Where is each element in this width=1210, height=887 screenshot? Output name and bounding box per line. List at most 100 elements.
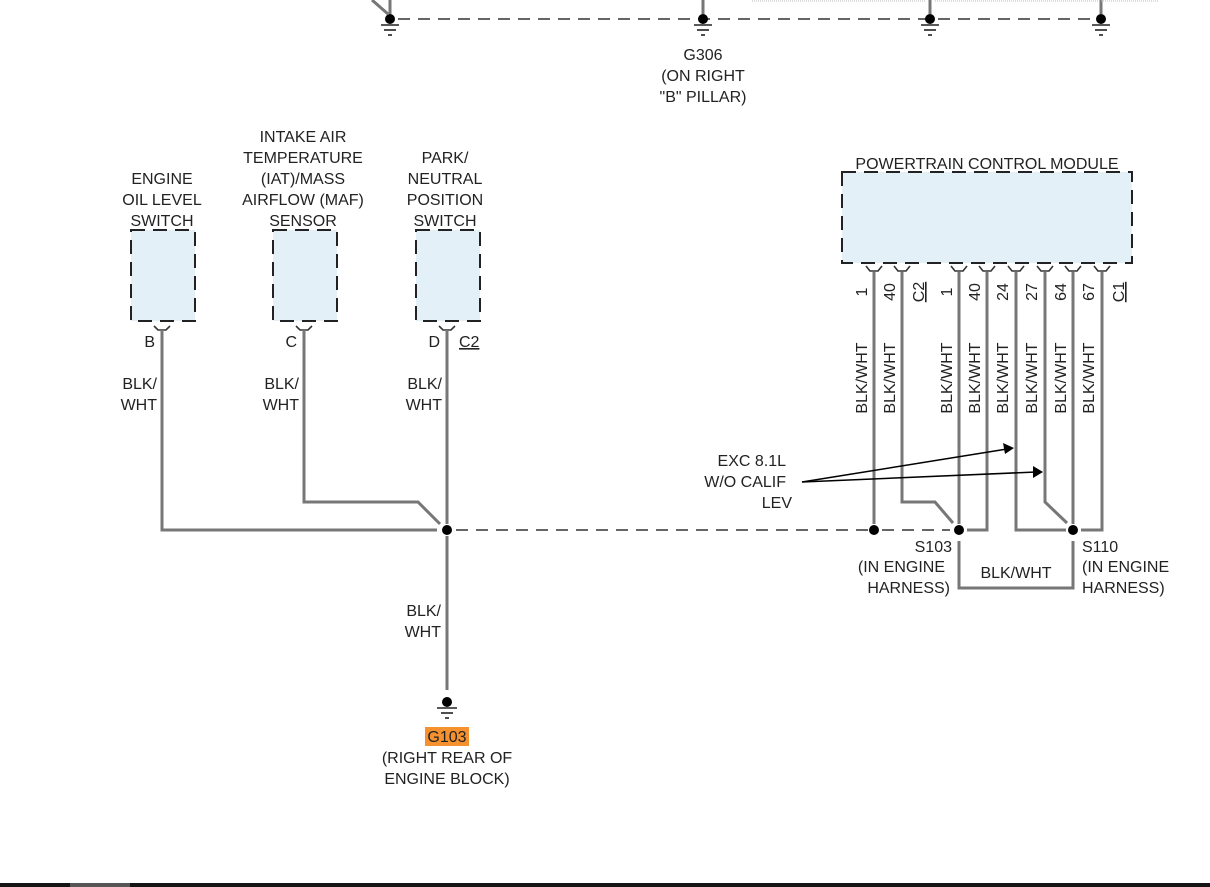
pcm-box — [841, 171, 1133, 264]
component-name-line: (IAT)/MASS — [261, 171, 345, 188]
g306-location-line2: "B" PILLAR) — [660, 89, 747, 106]
powertrain-control-module: POWERTRAIN CONTROL MODULE 1 40 C2 1 40 24 27 64… — [841, 156, 1133, 414]
park-neutral-position-switch: PARK/ NEUTRAL POSITION SWITCH D C2 BLK/ … — [406, 150, 484, 414]
component-name-line: AIRFLOW (MAF) — [242, 192, 364, 209]
component-name-line: PARK/ — [422, 150, 469, 167]
pin-label: C — [285, 334, 297, 351]
wire-color-line: WHT — [406, 397, 443, 414]
wire-color-line: BLK/ — [122, 376, 157, 393]
wire-pcm-64 — [1043, 272, 1069, 525]
s110-label: S110 — [1082, 539, 1118, 556]
ground-symbol-4 — [1092, 14, 1110, 36]
ground-symbol-1 — [381, 14, 399, 36]
pcm-connector-icon — [865, 265, 883, 272]
pcm-pin-label: 67 — [1081, 283, 1098, 301]
pcm-pin-label: 40 — [967, 283, 984, 301]
ground-symbol-g306 — [694, 14, 712, 36]
g103-highlight — [425, 727, 469, 746]
wire-pcm-27 — [1014, 272, 1066, 532]
pcm-wire-color-label: BLK/WHT — [1081, 342, 1098, 413]
component-box — [272, 229, 338, 322]
pcm-wire-color-label: BLK/WHT — [939, 342, 956, 413]
s103-label: S103 — [915, 539, 952, 556]
pcm-connector-icon — [978, 265, 996, 272]
pcm-connector-icon — [1064, 265, 1082, 272]
pcm-wiring: BLK/WHT S103 (IN ENGINE HARNESS) S110 (I… — [858, 272, 1169, 597]
pcm-pin-label: 1 — [939, 287, 956, 296]
g306-label: G306 — [683, 47, 722, 64]
wire-color-line: WHT — [121, 397, 158, 414]
component-name-line: SENSOR — [269, 213, 337, 230]
g306-location-line1: (ON RIGHT — [661, 68, 745, 85]
pcm-pin-label: 27 — [1024, 283, 1041, 301]
wire-pcm-24 — [967, 272, 989, 532]
connector-icon — [153, 325, 171, 331]
pcm-connector-icon — [1093, 265, 1111, 272]
bottom-scrollbar[interactable] — [0, 883, 1210, 887]
pcm-wire-color-label: BLK/WHT — [1053, 342, 1070, 413]
annotation-line: EXC 8.1L — [718, 453, 787, 470]
component-name-line: TEMPERATURE — [243, 150, 363, 167]
connector-label: C2 — [459, 334, 480, 351]
g103-location-line1: (RIGHT REAR OF — [382, 750, 513, 767]
wire-s103-to-s110 — [957, 541, 1075, 590]
wire-color-line: WHT — [263, 397, 300, 414]
s103-location-line1: (IN ENGINE — [858, 559, 945, 576]
component-box — [130, 229, 196, 322]
s110-location-line1: (IN ENGINE — [1082, 559, 1169, 576]
pcm-pin-label: 24 — [995, 283, 1012, 301]
component-name-line: POSITION — [407, 192, 483, 209]
pcm-pin-label: 64 — [1053, 283, 1070, 301]
pin-label: B — [144, 334, 155, 351]
pcm-title: POWERTRAIN CONTROL MODULE — [855, 156, 1118, 173]
engine-oil-level-switch: ENGINE OIL LEVEL SWITCH B BLK/ WHT — [121, 171, 202, 414]
pcm-connector-icon — [893, 265, 911, 272]
connector-icon — [295, 325, 313, 331]
pcm-pin-label: 40 — [882, 283, 899, 301]
wire-color-line: BLK/ — [407, 376, 442, 393]
pcm-connector-icon — [950, 265, 968, 272]
left-wiring: BLK/ WHT — [160, 330, 868, 690]
annotation-exc-8-1l: EXC 8.1L W/O CALIF LEV — [704, 443, 1043, 512]
component-box — [415, 229, 481, 322]
wire-color-line: BLK/ — [264, 376, 299, 393]
splice-node-main — [442, 525, 452, 535]
ground-symbol-g103 — [437, 697, 457, 719]
component-name-line: SWITCH — [130, 213, 193, 230]
pcm-pin-label: 1 — [854, 287, 871, 296]
wire-oil-switch-to-splice — [160, 330, 437, 532]
annotation-arrow-line-2 — [801, 471, 1037, 483]
splice-link-wire-color: BLK/WHT — [980, 565, 1051, 582]
top-ground-bus: G306 (ON RIGHT "B" PILLAR) — [371, 0, 1158, 106]
arrowhead-icon — [1033, 466, 1043, 478]
pcm-wire-color-label: BLK/WHT — [1024, 342, 1041, 413]
pcm-pin-label: C1 — [1111, 282, 1128, 303]
annotation-arrow-line-1 — [801, 448, 1008, 483]
component-name-line: SWITCH — [413, 213, 476, 230]
g103-location-line2: ENGINE BLOCK) — [384, 771, 509, 788]
s103-location-line2: HARNESS) — [867, 580, 950, 597]
scrollbar-thumb[interactable] — [70, 883, 130, 887]
component-name-line: ENGINE — [131, 171, 192, 188]
pcm-wire-color-label: BLK/WHT — [967, 342, 984, 413]
annotation-line: W/O CALIF — [704, 474, 786, 491]
splice-s103 — [954, 525, 964, 535]
pcm-pin-label: C2 — [911, 282, 928, 303]
wire-pcm-c1-last — [1081, 272, 1104, 532]
ground-wire-color-line1: BLK/ — [406, 603, 441, 620]
component-name-line: INTAKE AIR — [260, 129, 347, 146]
ground-wire-color-line2: WHT — [405, 624, 442, 641]
connector-icon — [438, 325, 456, 331]
component-name-line: OIL LEVEL — [122, 192, 202, 209]
ground-symbol-3 — [921, 14, 939, 36]
arrowhead-icon — [1003, 443, 1014, 454]
s110-location-line2: HARNESS) — [1082, 580, 1165, 597]
pcm-wire-color-label: BLK/WHT — [854, 342, 871, 413]
ground-g103: G103 (RIGHT REAR OF ENGINE BLOCK) — [382, 697, 513, 788]
pcm-wire-color-label: BLK/WHT — [882, 342, 899, 413]
wire-pcm-c2-to-s103 — [900, 272, 955, 524]
iat-maf-sensor: INTAKE AIR TEMPERATURE (IAT)/MASS AIRFLO… — [242, 129, 364, 414]
component-name-line: NEUTRAL — [408, 171, 483, 188]
